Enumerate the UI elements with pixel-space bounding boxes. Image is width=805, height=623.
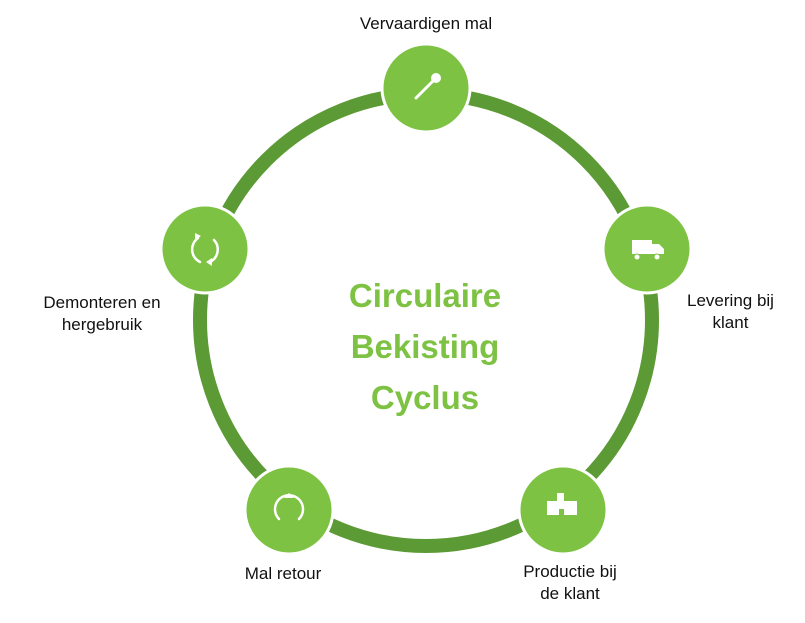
title-line-1: Circulaire — [348, 277, 502, 314]
truck-icon — [632, 240, 664, 261]
recycle-icon — [190, 233, 219, 266]
step-label-line: Productie bij — [523, 562, 617, 581]
step-node-levering — [601, 203, 693, 295]
step-label-line: klant — [712, 313, 749, 332]
title-line-2: Bekisting — [350, 328, 500, 365]
step-label-demonteren: Demonteren en hergebruik — [27, 292, 177, 336]
step-label-line: Levering bij — [687, 291, 774, 310]
diagram-title: Circulaire Bekisting Cyclus — [300, 270, 550, 423]
pin-icon — [414, 73, 441, 100]
title-line-3: Cyclus — [370, 379, 480, 416]
step-label-productie: Productie bij de klant — [500, 561, 640, 605]
step-node-mal-retour — [243, 464, 335, 556]
step-node-productie — [517, 464, 609, 556]
step-label-mal-retour: Mal retour — [218, 563, 348, 585]
step-label-line: hergebruik — [61, 315, 143, 334]
step-label-line: Demonteren en — [43, 293, 161, 312]
step-label-line: de klant — [540, 584, 600, 603]
step-node-demonteren — [159, 203, 251, 295]
step-label-levering: Levering bij klant — [668, 290, 793, 334]
step-label-line: Mal retour — [244, 564, 322, 583]
step-label-line: Vervaardigen mal — [359, 14, 493, 33]
return-arrow-icon — [273, 493, 305, 521]
factory-icon — [547, 493, 577, 515]
step-label-vervaardigen: Vervaardigen mal — [326, 13, 526, 35]
step-node-vervaardigen — [380, 42, 472, 134]
